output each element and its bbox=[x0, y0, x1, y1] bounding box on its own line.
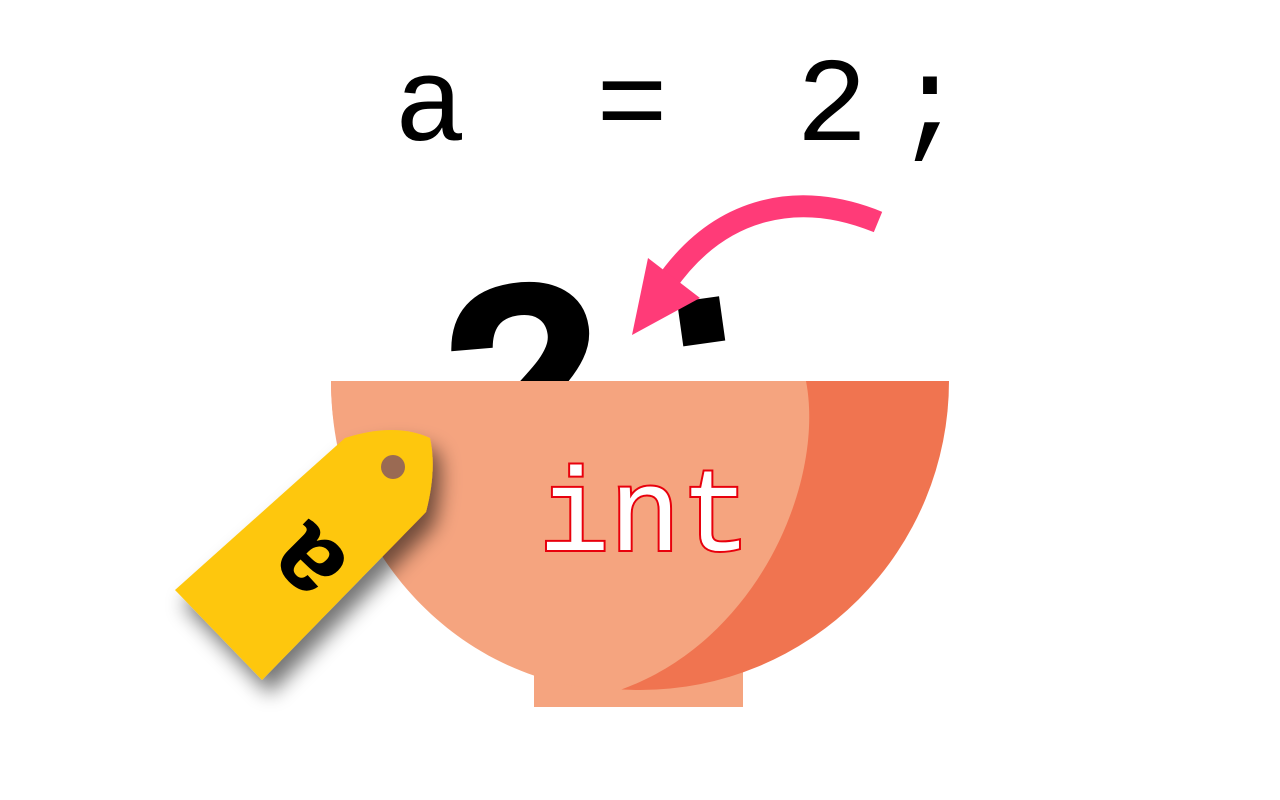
arrow-head bbox=[632, 258, 700, 335]
curved-arrow-icon bbox=[632, 195, 883, 335]
bowl: int bbox=[331, 381, 949, 707]
tag-hole bbox=[381, 455, 405, 479]
code-operator: = bbox=[596, 41, 668, 177]
name-tag: a bbox=[175, 430, 433, 680]
code-terminator: ; bbox=[894, 41, 966, 177]
arrow-shaft bbox=[655, 195, 883, 292]
code-statement: a = 2 ; bbox=[394, 41, 966, 177]
tag-body bbox=[175, 430, 433, 680]
code-variable: a bbox=[394, 41, 466, 177]
bowl-body bbox=[331, 381, 810, 690]
bowl-type-label: int bbox=[539, 453, 751, 586]
code-value: 2 bbox=[796, 41, 868, 177]
